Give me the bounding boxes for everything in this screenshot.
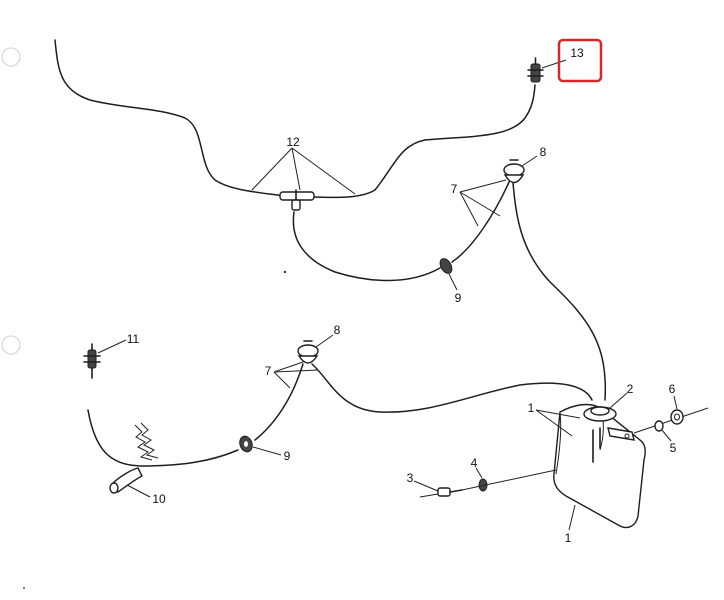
lower-left-hose	[87, 409, 239, 467]
upper-right-hose	[311, 84, 536, 199]
callout-7-lower: 7	[265, 364, 272, 378]
scan-speck	[283, 270, 287, 274]
callout-6: 6	[669, 382, 676, 396]
callout-13: 13	[570, 46, 584, 60]
grommet-upper	[439, 258, 453, 274]
callout-12: 12	[286, 135, 300, 149]
callout-11: 11	[127, 332, 140, 346]
callout-3: 3	[407, 471, 414, 485]
callout-10: 10	[152, 492, 166, 506]
upper-left-hose	[54, 39, 286, 197]
nozzle-lower	[297, 340, 319, 364]
callout-8-lower: 8	[334, 323, 341, 337]
check-valve-13	[527, 57, 544, 83]
grommet-lower	[239, 435, 253, 453]
bolt-3	[437, 487, 463, 497]
tee-connector	[279, 189, 315, 211]
callout-5: 5	[670, 441, 677, 455]
assembly-line-left	[419, 493, 439, 498]
callout-9-lower: 9	[284, 449, 291, 463]
lower-nozzle-to-tank-hose	[311, 363, 593, 413]
washer-reservoir	[553, 403, 646, 529]
washer-5	[654, 420, 664, 432]
assembly-line-bolt	[461, 469, 557, 491]
hose-clip-10	[109, 422, 159, 494]
leader-lines	[97, 59, 678, 531]
tank-feed-hose-right	[512, 182, 607, 401]
upper-branch-hose	[292, 211, 441, 282]
binder-hole-middle	[1, 335, 21, 355]
assembly-line-right	[633, 407, 709, 434]
callout-1-left: 1	[528, 401, 535, 415]
callout-4: 4	[471, 456, 478, 470]
scan-speck	[23, 587, 25, 589]
binder-hole-top	[1, 47, 21, 67]
highlight-box-13	[557, 38, 603, 83]
lower-nozzle-to-grommet-hose	[254, 363, 304, 441]
nut-6	[670, 409, 684, 425]
upper-nozzle-hose	[451, 179, 511, 263]
callout-7-upper: 7	[451, 182, 458, 196]
callout-8-upper: 8	[540, 145, 547, 159]
check-valve-11	[83, 343, 101, 379]
nozzle-upper	[503, 159, 525, 184]
callout-2: 2	[627, 382, 634, 396]
callout-9-upper: 9	[455, 291, 462, 305]
callout-1-bottom: 1	[565, 531, 572, 545]
